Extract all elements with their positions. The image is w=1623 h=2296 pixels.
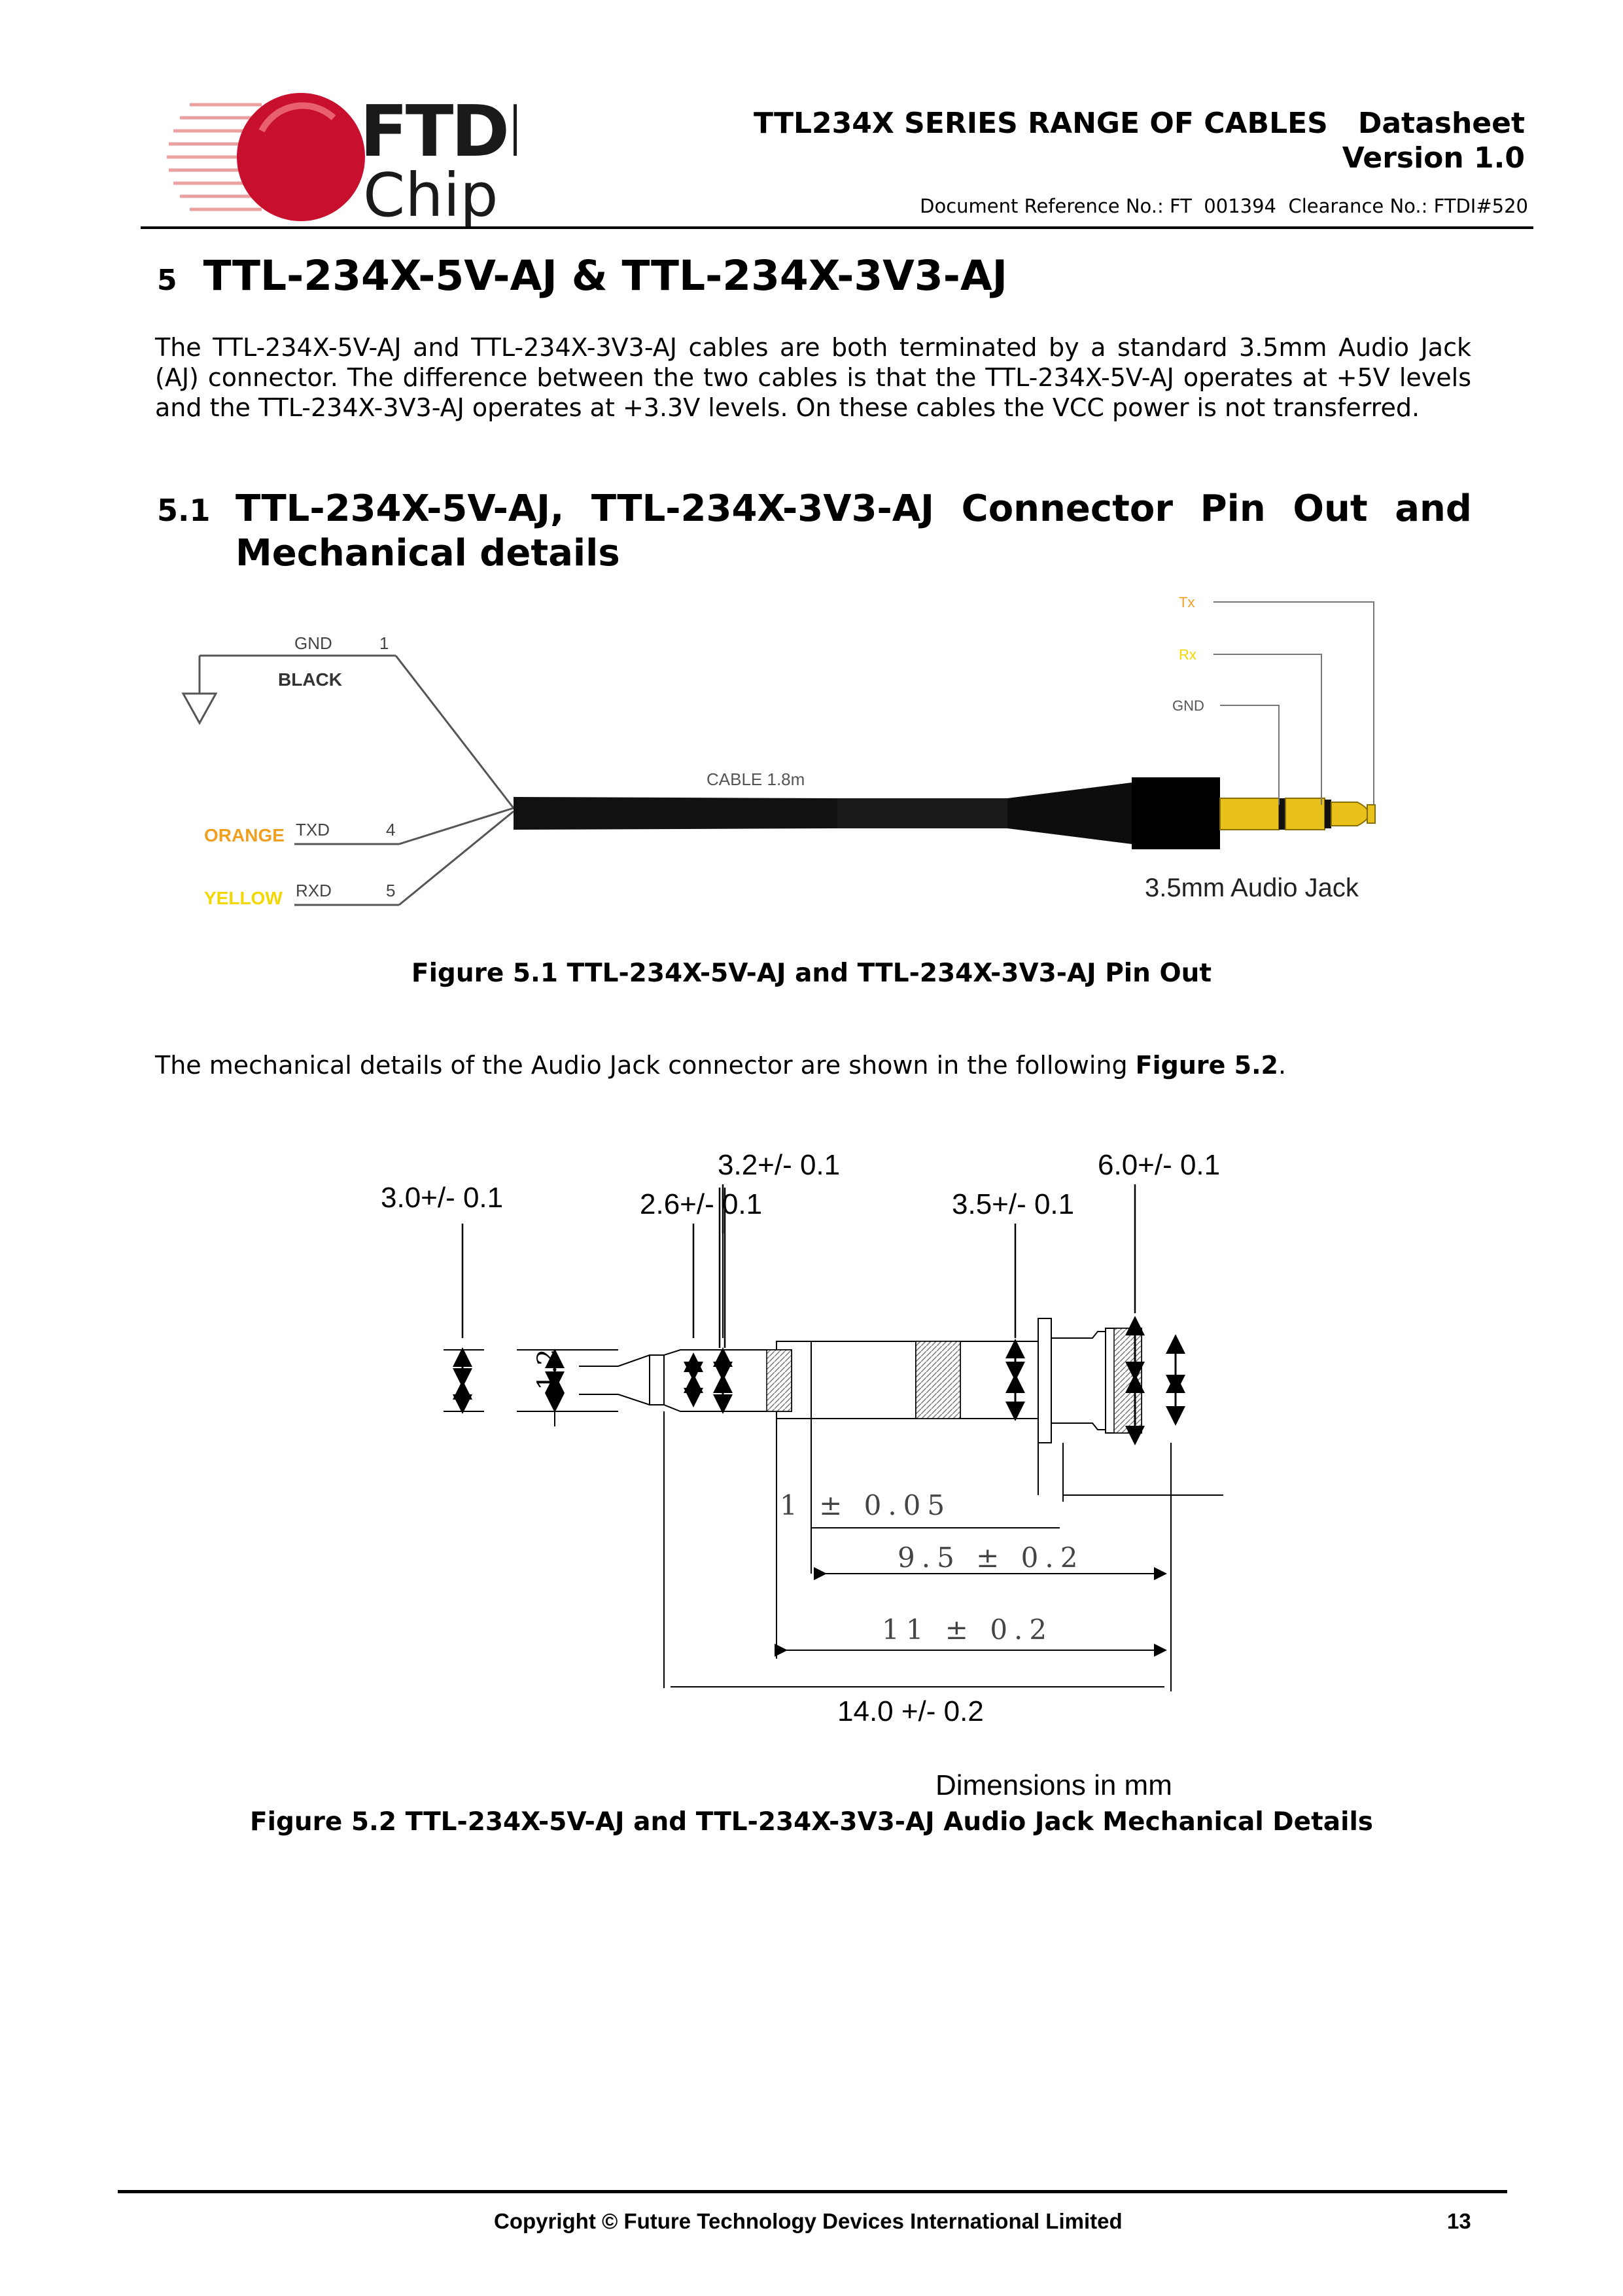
horizontal-arrows <box>671 1527 1167 1687</box>
dim-1-label: 1 ± 0.05 <box>780 1489 951 1521</box>
dim-14-label: 14.0 +/- 0.2 <box>837 1695 984 1727</box>
subsection-number: 5.1 <box>157 493 211 528</box>
dim-3-5-label: 3.5+/- 0.1 <box>952 1188 1074 1220</box>
hatch-band-2 <box>915 1341 961 1419</box>
dim-3-2-label: 3.2+/- 0.1 <box>718 1149 840 1181</box>
section-number: 5 <box>157 264 177 297</box>
dim-11-label: 11 ± 0.2 <box>882 1614 1053 1646</box>
vertical-arrows <box>453 1316 1185 1445</box>
pin-rxd-label: RXD <box>296 881 332 900</box>
dim-1-2-label: 1.2 <box>532 1349 563 1390</box>
section-heading: 5 TTL-234X-5V-AJ & TTL-234X-3V3-AJ <box>157 252 1007 300</box>
subsection-title-part2: TTL-234X-3V3-AJ <box>591 487 934 530</box>
jack-gnd-label: GND <box>1172 698 1204 714</box>
mech-text-after: . <box>1278 1051 1287 1080</box>
plug-tip-end <box>1367 804 1376 824</box>
hatch-band-3 <box>1113 1328 1142 1434</box>
header-rule <box>141 226 1533 229</box>
mech-text-before: The mechanical details of the Audio Jack… <box>155 1051 1136 1080</box>
pin-gnd-number: 1 <box>379 633 389 653</box>
dimension-leaders <box>461 1184 726 1348</box>
subsection-title-part6: and <box>1395 487 1472 530</box>
dimension-leaders-2 <box>692 1184 1136 1338</box>
document-reference: Document Reference No.: FT 001394 Cleara… <box>920 195 1528 217</box>
section-title: TTL-234X-5V-AJ & TTL-234X-3V3-AJ <box>203 252 1008 300</box>
dim-3-0-label: 3.0+/- 0.1 <box>381 1182 503 1214</box>
jack-rx-label: Rx <box>1179 646 1196 663</box>
section-intro-paragraph: The TTL-234X-5V-AJ and TTL-234X-3V3-AJ c… <box>155 333 1471 422</box>
logo-circle <box>237 93 365 221</box>
audio-jack-label: 3.5mm Audio Jack <box>1145 874 1359 902</box>
pin-txd-number: 4 <box>386 820 395 839</box>
logo-circle-highlight <box>258 102 336 133</box>
horizontal-dimension-lines <box>663 1411 1223 1691</box>
logo-text-ftdi: FTDI <box>360 92 517 173</box>
figure-5-1-pinout-diagram: GND 1 BLACK ORANGE TXD 4 YELLOW RXD 5 CA… <box>181 594 1376 908</box>
ground-symbol <box>181 654 396 726</box>
jack-tx-label: Tx <box>1179 594 1195 610</box>
dim-6-0-label: 6.0+/- 0.1 <box>1098 1149 1220 1181</box>
figure-5-1-caption: Figure 5.1 TTL-234X-5V-AJ and TTL-234X-3… <box>411 959 1212 988</box>
plug-tip <box>1331 802 1370 826</box>
subsection-title-part1: TTL-234X-5V-AJ, <box>236 487 565 530</box>
cable-mid <box>837 798 1007 828</box>
pin-txd-color-label: ORANGE <box>204 825 285 845</box>
subsection-heading: 5.1 TTL-234X-5V-AJ, TTL-234X-3V3-AJ Conne… <box>157 487 1472 575</box>
logo-text-chip: Chip <box>363 160 498 229</box>
plug-housing <box>1132 777 1220 849</box>
logo-swoosh-lines <box>167 103 262 211</box>
mech-text-figure-ref: Figure 5.2 <box>1135 1051 1278 1080</box>
plug-ring <box>1285 798 1325 830</box>
footer-rule <box>118 2190 1507 2193</box>
subsection-title-line2: Mechanical details <box>236 532 620 574</box>
dim-9-5-label: 9.5 ± 0.2 <box>898 1542 1084 1574</box>
plug-insulator-1 <box>1279 798 1285 830</box>
footer-page-number: 13 <box>1447 2209 1471 2233</box>
wire-fan <box>394 655 515 906</box>
plug-strain-relief <box>1007 783 1132 844</box>
subsection-heading-line1: 5.1 TTL-234X-5V-AJ, TTL-234X-3V3-AJ Conne… <box>157 487 1472 532</box>
plug-sleeve <box>1219 798 1280 830</box>
pin-txd-label: TXD <box>296 820 330 839</box>
jack-leader-lines <box>1213 601 1374 805</box>
figure-5-2-caption: Figure 5.2 TTL-234X-5V-AJ and TTL-234X-3… <box>249 1807 1374 1837</box>
pin-gnd-color-label: BLACK <box>278 669 342 690</box>
pin-rxd-color-label: YELLOW <box>204 888 283 908</box>
pin-rxd-number: 5 <box>386 881 395 900</box>
dimensions-units-note: Dimensions in mm <box>935 1769 1172 1796</box>
header-title: TTL234X SERIES RANGE OF CABLES Datasheet… <box>754 106 1525 175</box>
header-title-line2: Version 1.0 <box>1342 141 1525 175</box>
figure-5-2-mechanical-drawing: 3.0+/- 0.1 3.2+/- 0.1 2.6+/- 0.1 3.5+/- … <box>381 1149 1223 1796</box>
subsection-title-part5: Out <box>1293 487 1368 530</box>
cable-length-label: CABLE 1.8m <box>707 769 805 789</box>
header-title-line1: TTL234X SERIES RANGE OF CABLES Datasheet <box>753 107 1525 140</box>
dim-2-6-label: 2.6+/- 0.1 <box>640 1188 762 1220</box>
pin-gnd-label: GND <box>294 633 332 653</box>
plug-insulator-2 <box>1325 800 1331 828</box>
ftdi-logo: FTDI Chip <box>167 92 517 229</box>
subsection-title-part4: Pin <box>1200 487 1266 530</box>
mechanical-details-paragraph: The mechanical details of the Audio Jack… <box>155 1050 1471 1080</box>
hatch-band-1 <box>766 1349 792 1412</box>
cable-body <box>514 797 837 830</box>
footer-copyright: Copyright © Future Technology Devices In… <box>494 2209 1123 2233</box>
subsection-title-part3: Connector <box>961 487 1173 530</box>
